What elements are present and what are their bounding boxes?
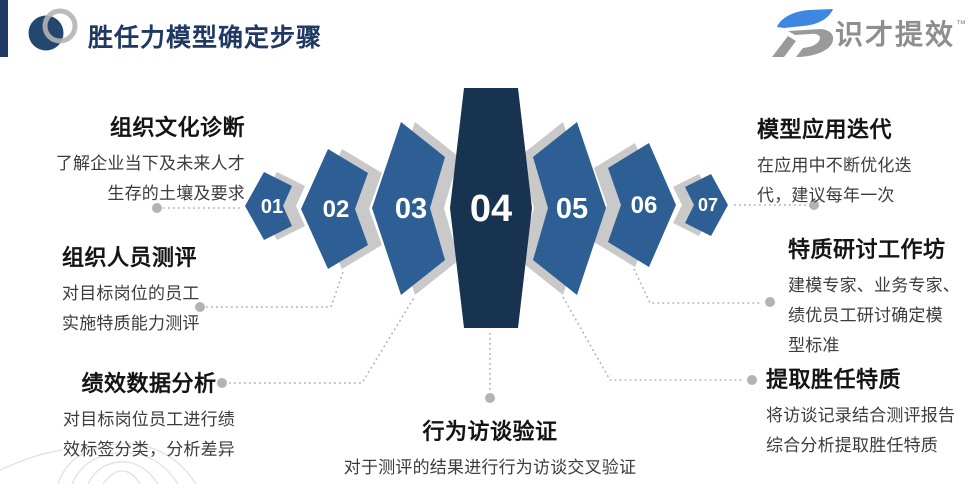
anchor-dot-step5 — [747, 375, 757, 385]
step-desc-02-line2: 实施特质能力测评 — [62, 314, 200, 333]
chevron-01 — [245, 172, 292, 240]
step-desc-01-line1: 了解企业当下及未来人才 — [55, 154, 245, 173]
step-title-04: 行为访谈验证 — [422, 419, 558, 444]
anchor-dot-step2 — [195, 302, 205, 312]
step-desc-07-line1: 在应用中不断优化迭 — [757, 156, 912, 175]
step-desc-07-line2: 代，建议每年一次 — [757, 186, 895, 205]
step-numbers: 01 02 03 04 05 06 07 — [261, 188, 718, 230]
step-number-02: 02 — [323, 196, 350, 223]
step-block-04: 行为访谈验证 对于测评的结果进行行为访谈交叉验证 — [330, 414, 650, 483]
connector-step6 — [633, 268, 762, 304]
step-number-06: 06 — [631, 192, 658, 219]
brand-logo: 识才提效 ™ — [771, 8, 966, 58]
step-desc-06-line2: 绩优员工研讨确定模 — [788, 306, 943, 325]
step-title-03: 绩效数据分析 — [81, 371, 217, 396]
connector-step3 — [229, 295, 416, 384]
connectors — [152, 200, 819, 403]
step-title-02: 组织人员测评 — [62, 245, 198, 270]
chevron-02 — [301, 149, 368, 269]
step-block-02: 组织人员测评 对目标岗位的员工 实施特质能力测评 — [62, 240, 252, 339]
step-block-07: 模型应用迭代 在应用中不断优化迭 代，建议每年一次 — [757, 112, 937, 211]
anchor-dot-step6 — [765, 297, 775, 307]
corner-decoration — [0, 443, 197, 484]
connector-step2 — [206, 271, 344, 308]
step-title-01: 组织文化诊断 — [109, 115, 245, 140]
chevron-05 — [533, 122, 606, 295]
step-number-03: 03 — [395, 193, 427, 225]
step-desc-05-line2: 综合分析提取胜任特质 — [766, 436, 938, 455]
chevron-03 — [372, 122, 445, 295]
step-title-05: 提取胜任特质 — [766, 367, 902, 392]
hexagon-04 — [450, 88, 532, 328]
step-block-03: 绩效数据分析 对目标岗位员工进行绩 效标签分类，分析差异 — [53, 366, 245, 465]
connector-step5 — [562, 296, 744, 381]
step-desc-03-line2: 效标签分类，分析差异 — [63, 440, 235, 459]
step-title-07: 模型应用迭代 — [757, 117, 893, 142]
anchor-dot-step1 — [152, 203, 162, 213]
step-block-05: 提取胜任特质 将访谈记录结合测评报告 综合分析提取胜任特质 — [766, 362, 966, 461]
step-desc-05-line1: 将访谈记录结合测评报告 — [766, 406, 956, 425]
anchor-dot-step7 — [809, 200, 819, 210]
step-number-05: 05 — [556, 193, 588, 225]
anchor-dot-step4 — [485, 393, 495, 403]
chevron-bodies — [245, 88, 728, 328]
step-desc-01-line2: 生存的土壤及要求 — [107, 184, 245, 203]
chevron-06 — [608, 143, 676, 267]
step-desc-06-line1: 建模专家、业务专家、 — [788, 276, 960, 295]
step-number-04: 04 — [470, 188, 512, 230]
step-title-06: 特质研讨工作坊 — [788, 237, 946, 262]
step-desc-04-line1: 对于测评的结果进行行为访谈交叉验证 — [343, 458, 637, 477]
brand-name: 识才提效 — [834, 19, 955, 50]
page-title: 胜任力模型确定步骤 — [88, 24, 323, 52]
header-accent-bar — [0, 0, 8, 57]
step-desc-02-line1: 对目标岗位的员工 — [62, 284, 200, 303]
step-number-07: 07 — [698, 195, 718, 215]
anchor-dot-step3 — [217, 378, 227, 388]
step-block-01: 组织文化诊断 了解企业当下及未来人才 生存的土壤及要求 — [53, 110, 245, 209]
chevron-07 — [685, 174, 728, 236]
step-desc-06-line3: 型标准 — [788, 336, 840, 355]
step-number-01: 01 — [261, 196, 283, 218]
step-desc-03-line1: 对目标岗位员工进行绩 — [63, 410, 235, 429]
step-block-06: 特质研讨工作坊 建模专家、业务专家、 绩优员工研讨确定模 型标准 — [788, 232, 963, 361]
title-circles-icon — [28, 8, 78, 51]
brand-d-icon — [771, 9, 834, 57]
brand-trademark: ™ — [956, 18, 966, 30]
